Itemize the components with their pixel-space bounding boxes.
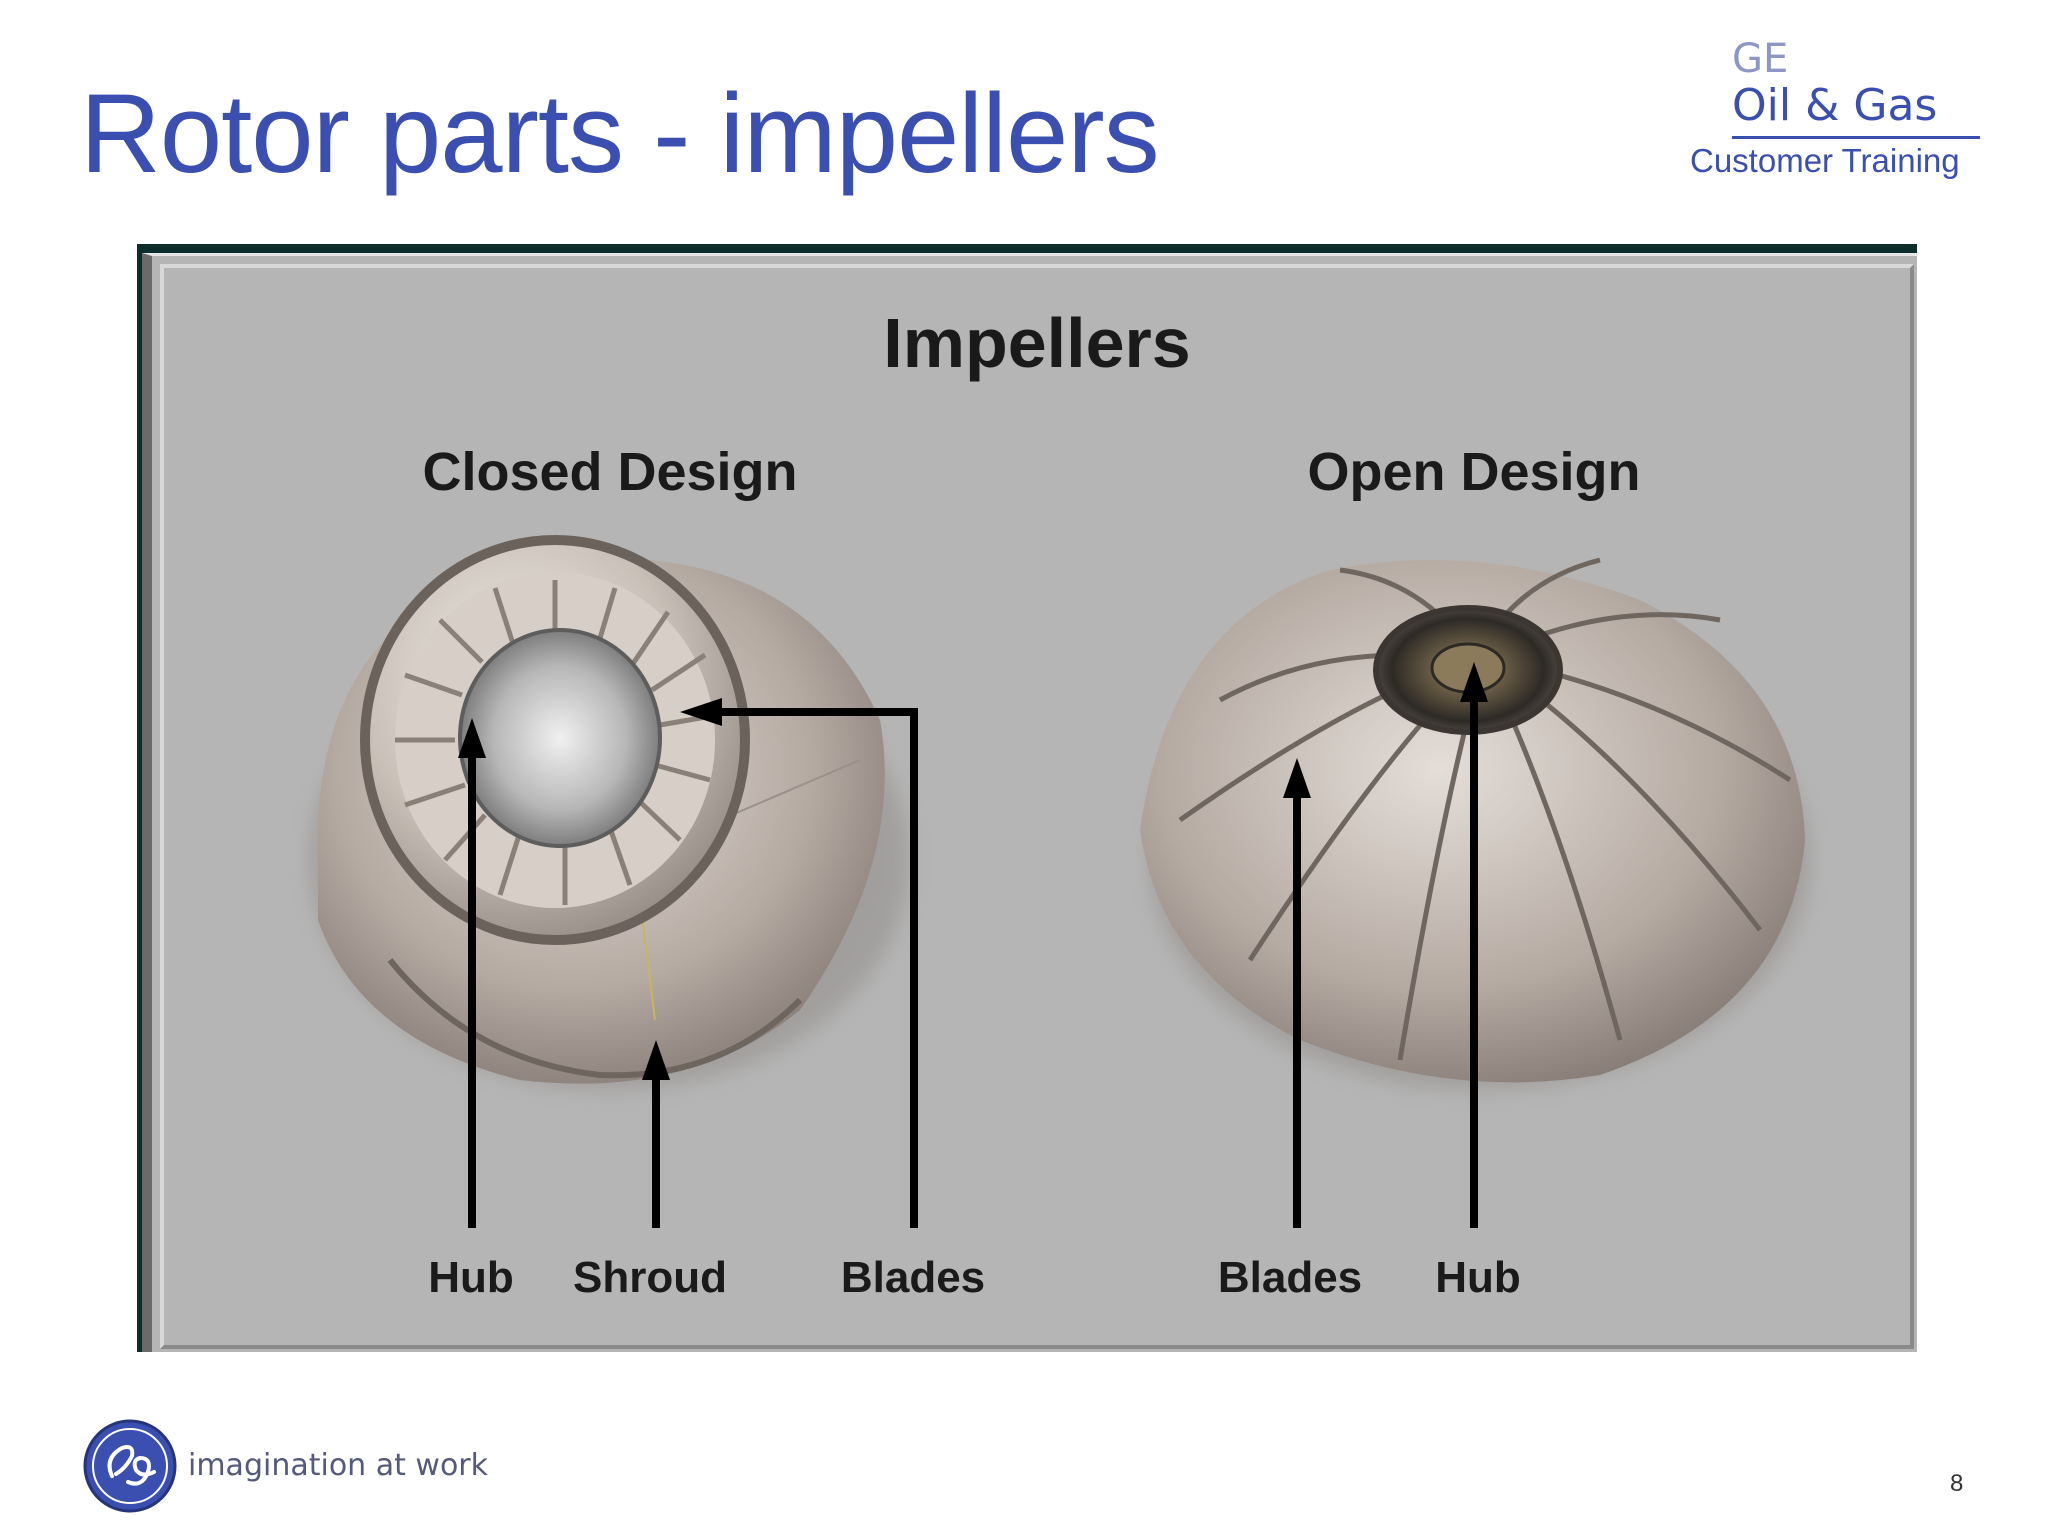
- brand-program: Customer Training: [1690, 142, 1960, 179]
- brand-divider: [1732, 136, 1980, 139]
- open-hub-arrowhead: [1460, 662, 1488, 702]
- footer-tagline: imagination at work: [188, 1448, 488, 1483]
- ge-monogram-icon: [83, 1419, 177, 1513]
- brand-ge: GE: [1732, 36, 1789, 82]
- open-hub-label: Hub: [1435, 1253, 1521, 1302]
- panel-bevel: [160, 264, 1914, 1349]
- leader-arrows: [468, 690, 1478, 1228]
- closed-blades-leader: [720, 708, 918, 1228]
- arrow-heads: [458, 662, 1488, 1080]
- closed-blades-arrowhead: [680, 698, 722, 726]
- closed-impeller-image: [310, 535, 910, 1090]
- open-blades-label: Blades: [1218, 1253, 1362, 1302]
- open-design-title: Open Design: [1307, 442, 1640, 502]
- diagram-heading: Impellers: [883, 304, 1190, 382]
- slide-title: Rotor parts - impellers: [80, 71, 1160, 196]
- brand-division: Oil & Gas: [1732, 80, 1938, 131]
- page-number: 8: [1950, 1470, 1964, 1497]
- closed-shroud-arrowhead: [642, 1040, 670, 1080]
- closed-hub-label: Hub: [428, 1253, 514, 1302]
- closed-design-title: Closed Design: [422, 442, 797, 502]
- open-blades-arrowhead: [1283, 758, 1311, 798]
- closed-shroud-label: Shroud: [573, 1253, 727, 1302]
- closed-blades-label: Blades: [841, 1253, 985, 1302]
- closed-hub-arrowhead: [458, 718, 486, 758]
